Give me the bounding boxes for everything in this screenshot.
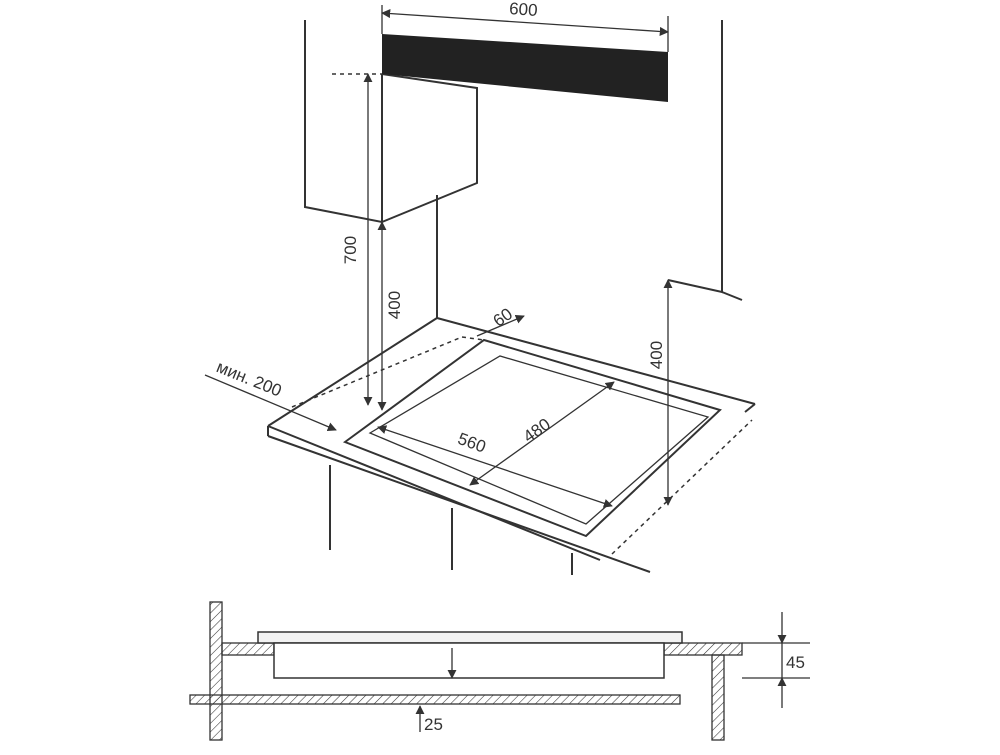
- dim-line-rear-gap: [476, 315, 525, 337]
- label-cutout-width: 560: [455, 429, 488, 457]
- cooker-hood: 600: [381, 0, 669, 102]
- label-hood-width: 600: [509, 0, 539, 20]
- section-view: 45 25: [189, 601, 810, 741]
- label-right-clearance: 400: [647, 341, 666, 369]
- dim-line-hood-width: [381, 9, 669, 36]
- label-rear-gap: 60: [490, 304, 516, 330]
- section-hob-body: [273, 642, 665, 679]
- label-bottom-gap: 25: [424, 715, 443, 734]
- dim-line-cutout-depth: [469, 381, 615, 486]
- hood-panel: [382, 34, 668, 102]
- label-left-clearance: 400: [385, 291, 404, 319]
- section-left-wall: [209, 601, 223, 741]
- dim-line-side-gap: [204, 374, 337, 432]
- label-hob-height: 45: [786, 653, 805, 672]
- left-wall-cabinet: [304, 20, 478, 224]
- section-hob-glass: [257, 631, 683, 644]
- hob-cutout: [291, 336, 753, 555]
- vertical-dimensions: 700 400 400: [341, 73, 673, 506]
- section-lower-shelf: [189, 694, 681, 705]
- label-cutout-depth: 480: [520, 415, 554, 447]
- section-left-countertop: [221, 642, 275, 656]
- label-hood-height: 700: [341, 236, 360, 264]
- section-right-cabinet-side: [711, 654, 725, 741]
- section-right-countertop: [663, 642, 743, 656]
- right-wall-cabinet: [667, 20, 743, 301]
